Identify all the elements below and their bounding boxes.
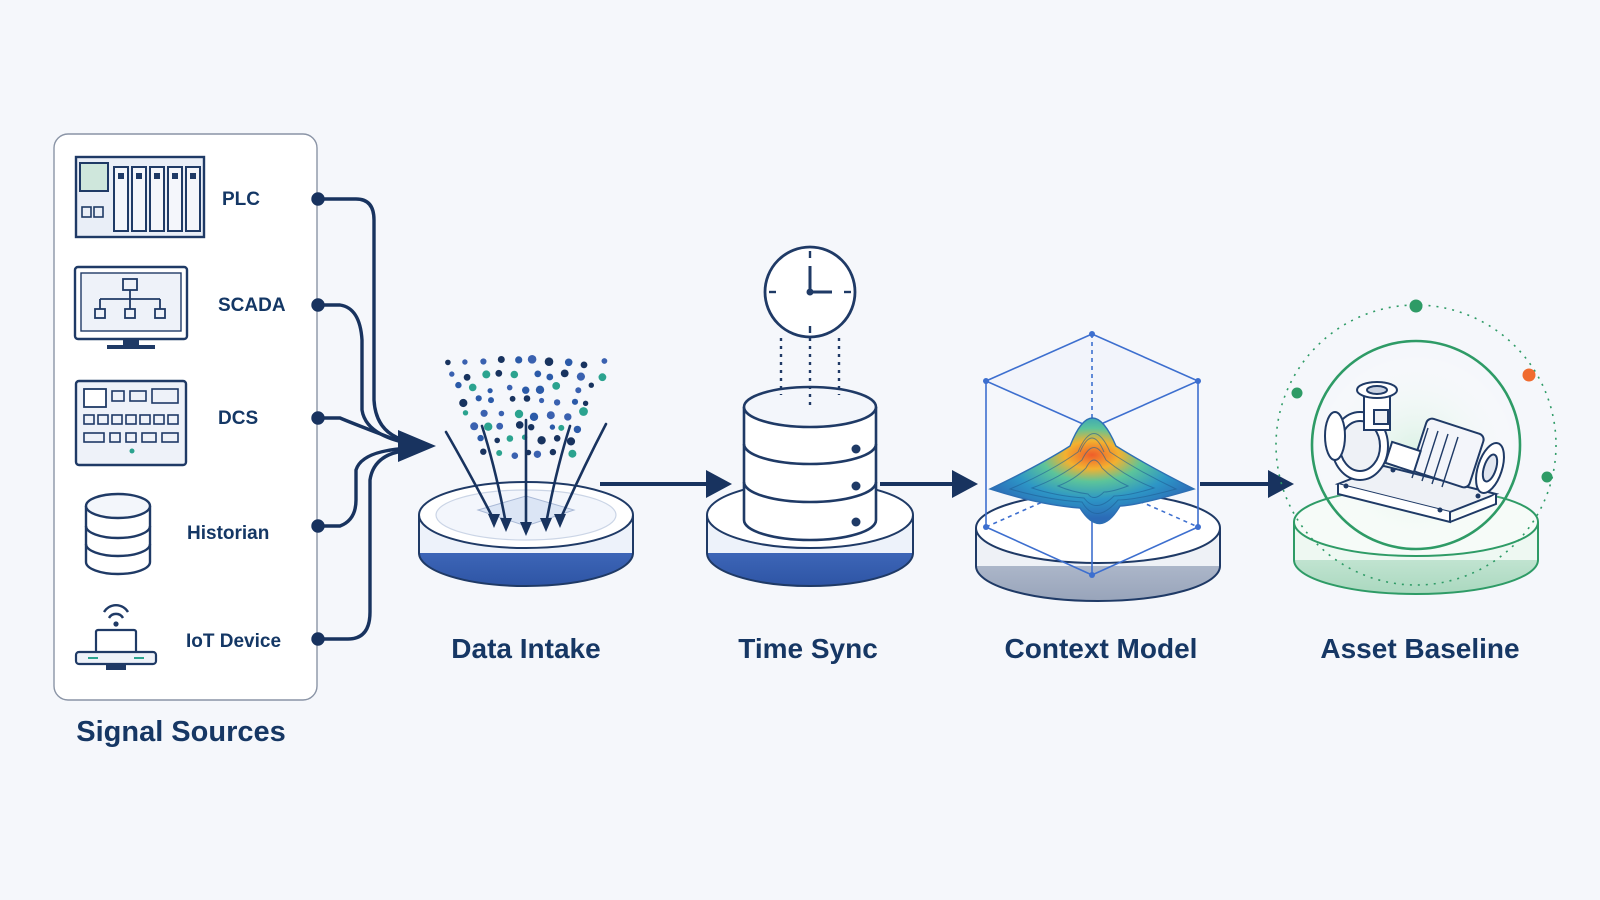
clock-database-icon bbox=[706, 245, 914, 587]
data-point-dot bbox=[546, 373, 554, 381]
source-label-historian: Historian bbox=[187, 523, 269, 544]
data-point-dot bbox=[449, 371, 455, 377]
data-point-dot bbox=[480, 448, 487, 455]
data-point-dot bbox=[468, 383, 477, 392]
data-point-dot bbox=[529, 412, 539, 421]
data-point-dot bbox=[496, 422, 504, 430]
data-point-dot bbox=[506, 384, 513, 391]
data-point-dot bbox=[514, 409, 524, 419]
data-point-dot bbox=[552, 382, 561, 390]
source-connectors bbox=[311, 192, 436, 646]
data-point-dot bbox=[537, 436, 546, 445]
data-point-dot bbox=[546, 411, 555, 420]
panel-title: Signal Sources bbox=[76, 716, 286, 748]
data-point-dot bbox=[477, 434, 484, 442]
data-point-dot bbox=[549, 448, 557, 456]
data-point-dot bbox=[527, 355, 537, 364]
flow-arrow-2 bbox=[880, 470, 978, 498]
data-point-dot bbox=[455, 381, 462, 389]
data-point-dot bbox=[459, 398, 468, 408]
dcs-console-icon bbox=[74, 379, 188, 467]
data-point-dot bbox=[549, 424, 556, 430]
data-point-dot bbox=[515, 421, 524, 429]
data-point-dot bbox=[560, 369, 569, 378]
data-point-dot bbox=[475, 395, 482, 402]
data-point-dot bbox=[571, 398, 579, 405]
data-point-dot bbox=[487, 388, 493, 394]
data-point-dot bbox=[494, 437, 501, 444]
data-point-dot bbox=[480, 409, 488, 417]
data-point-dot bbox=[445, 359, 451, 366]
surface-cube-icon bbox=[975, 331, 1221, 602]
data-point-dot bbox=[511, 452, 519, 460]
stage-label-context-model: Context Model bbox=[1005, 633, 1198, 664]
data-point-dot bbox=[509, 395, 516, 402]
source-label-plc: PLC bbox=[222, 189, 260, 210]
data-point-dot bbox=[564, 413, 572, 421]
data-point-dot bbox=[566, 437, 576, 446]
stage-label-time-sync: Time Sync bbox=[738, 633, 878, 664]
signal-sources-panel: PLC SCADA DCS Historian IoT Device Signa… bbox=[53, 133, 318, 748]
data-point-dot bbox=[523, 395, 531, 402]
data-point-dot bbox=[568, 449, 577, 458]
stage-label-asset-baseline: Asset Baseline bbox=[1320, 633, 1519, 664]
data-point-dot bbox=[535, 385, 545, 394]
data-point-dot bbox=[498, 410, 505, 417]
stage-label-data-intake: Data Intake bbox=[451, 633, 600, 664]
source-label-iot: IoT Device bbox=[186, 631, 281, 652]
data-point-dot bbox=[522, 386, 530, 394]
data-point-dot bbox=[539, 397, 545, 404]
source-label-scada: SCADA bbox=[218, 295, 286, 316]
data-point-dot bbox=[506, 435, 514, 442]
data-point-dot bbox=[482, 370, 491, 379]
flow-arrow-3 bbox=[1200, 470, 1294, 498]
plc-rack-icon bbox=[74, 155, 206, 239]
data-point-dot bbox=[497, 356, 505, 363]
data-point-dot bbox=[480, 358, 487, 365]
data-point-dot bbox=[470, 422, 479, 431]
data-point-dot bbox=[544, 357, 554, 367]
data-point-dot bbox=[553, 435, 561, 442]
iot-wifi-device-icon bbox=[74, 604, 158, 670]
scada-monitor-icon bbox=[73, 265, 189, 349]
data-point-dot bbox=[598, 373, 607, 382]
data-point-dot bbox=[579, 407, 588, 416]
data-point-dot bbox=[582, 400, 589, 406]
data-point-dot bbox=[573, 425, 582, 434]
data-point-dot bbox=[580, 361, 588, 369]
data-point-dot bbox=[575, 387, 582, 394]
data-point-dot bbox=[588, 382, 594, 388]
data-point-dot bbox=[495, 369, 503, 377]
data-point-dot bbox=[534, 370, 542, 378]
data-point-dot bbox=[484, 422, 493, 431]
data-point-dot bbox=[564, 358, 573, 367]
data-funnel-icon bbox=[418, 355, 634, 587]
data-point-dot bbox=[463, 373, 471, 381]
flow-arrow-1 bbox=[600, 470, 732, 498]
data-point-dot bbox=[558, 424, 565, 431]
data-point-dot bbox=[533, 450, 542, 458]
data-point-dot bbox=[576, 372, 586, 381]
data-point-dot bbox=[553, 399, 561, 406]
data-point-dot bbox=[601, 358, 608, 364]
database-icon bbox=[84, 492, 152, 576]
data-point-dot bbox=[488, 397, 494, 404]
data-point-dot bbox=[462, 359, 468, 365]
data-point-dot bbox=[515, 356, 523, 364]
data-point-dot bbox=[528, 424, 535, 431]
data-point-dot bbox=[510, 370, 519, 379]
data-point-dot bbox=[462, 410, 469, 416]
source-label-dcs: DCS bbox=[218, 408, 258, 429]
pump-motor-icon bbox=[1275, 299, 1557, 595]
data-point-dot bbox=[496, 450, 503, 456]
